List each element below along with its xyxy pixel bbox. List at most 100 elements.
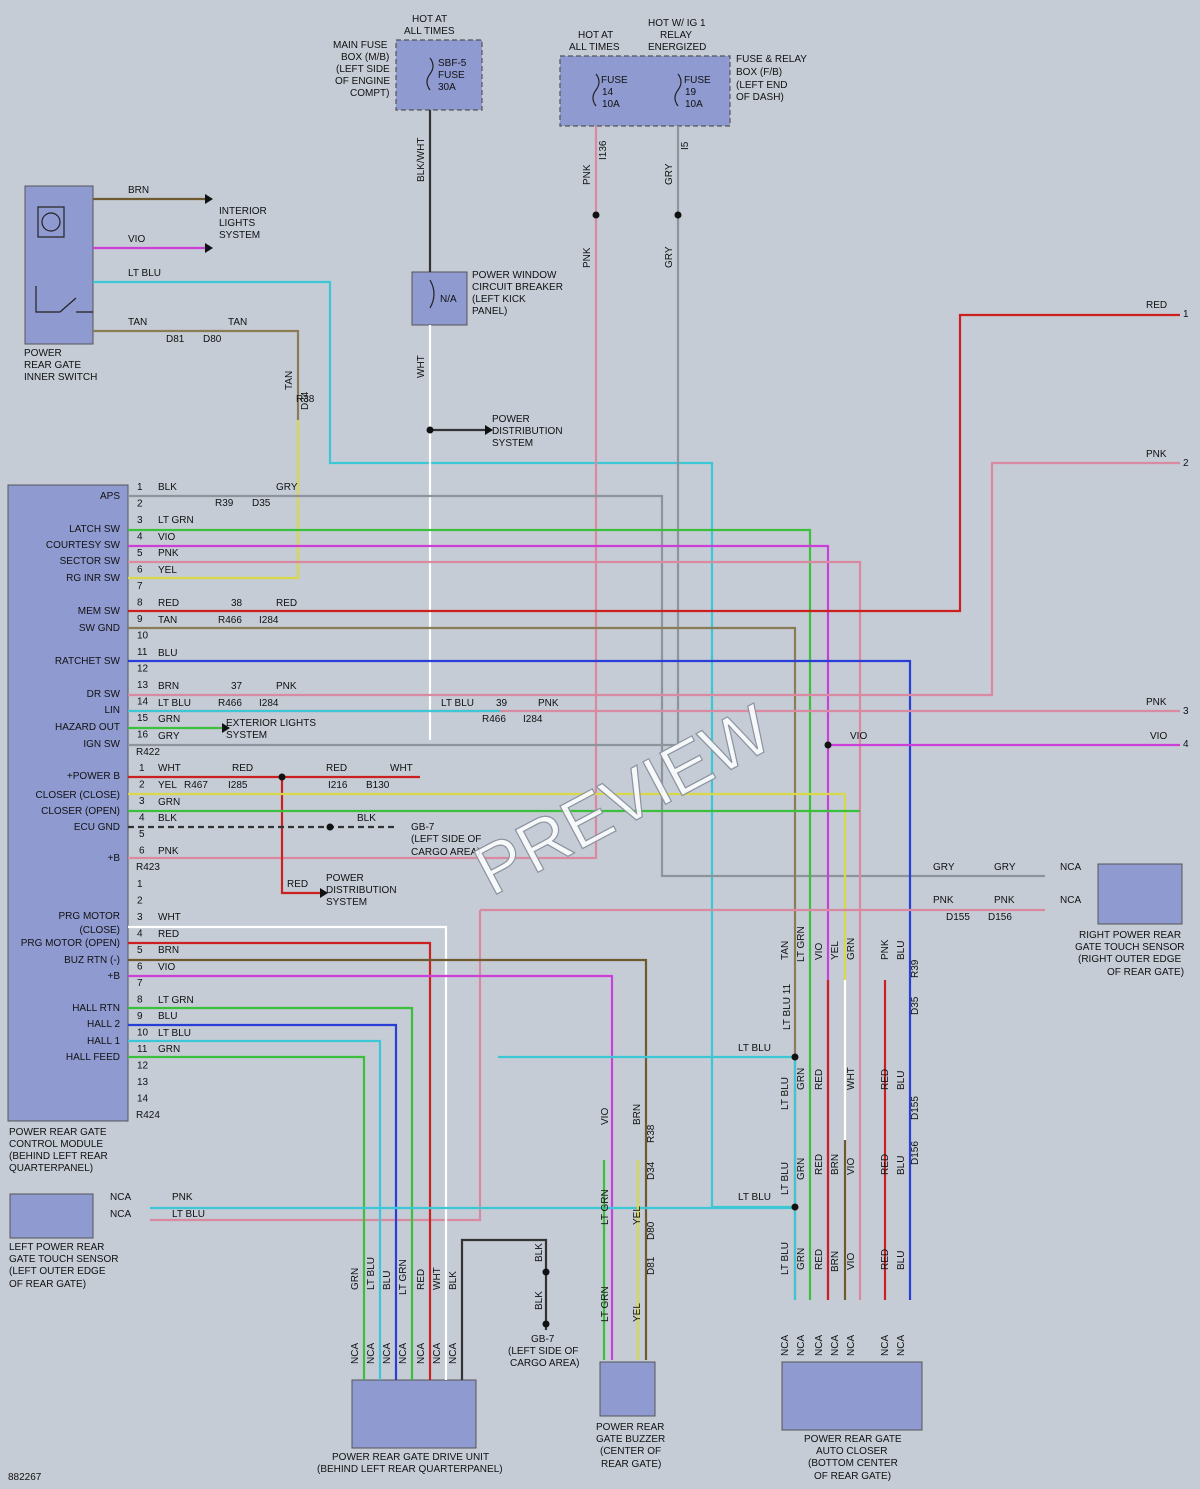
vertical-wire-label: D34: [300, 391, 311, 410]
wire-ltblu-hall1: [128, 1039, 382, 1380]
vertical-wire-label: NCA: [382, 1343, 393, 1364]
ils-label: SYSTEM: [219, 230, 260, 241]
wire-pnk-lts: [150, 910, 482, 1222]
wire-label: RED: [326, 763, 347, 774]
module-pin-label: COURTESY SW: [46, 540, 121, 551]
ac-label: POWER REAR GATE: [804, 1434, 902, 1445]
fuse-label: 10A: [685, 99, 703, 110]
gb7-label: GB-7: [411, 822, 435, 833]
module-pin-label: SECTOR SW: [60, 556, 121, 567]
lts-label: LEFT POWER REAR: [9, 1242, 104, 1253]
wire-label: PNK: [994, 895, 1015, 906]
connector-label: R424: [136, 1110, 160, 1121]
bz-label: (CENTER OF: [600, 1446, 661, 1457]
module-pin-label: +B: [107, 971, 120, 982]
vertical-wire-label: RED: [880, 1249, 891, 1270]
mb-label: BOX (M/B): [341, 52, 389, 63]
vertical-wire-label: YEL: [830, 941, 841, 960]
vertical-wire-label: NCA: [796, 1335, 807, 1356]
vertical-wire-label: NCA: [398, 1343, 409, 1364]
pin-number: 39: [496, 698, 508, 709]
pwcb-label: CIRCUIT BREAKER: [472, 282, 563, 293]
wire-label: LT BLU: [158, 1028, 191, 1039]
module-pin-label: MEM SW: [78, 606, 121, 617]
pin-number: 7: [137, 978, 143, 989]
hot-label: ALL TIMES: [404, 26, 455, 37]
lts-label: GATE TOUCH SENSOR: [9, 1254, 118, 1265]
pin-number: 16: [137, 730, 149, 741]
vertical-wire-label: NCA: [846, 1335, 857, 1356]
ils-label: INTERIOR: [219, 206, 267, 217]
vertical-wire-label: NCA: [350, 1343, 361, 1364]
vertical-wire-label: I136: [598, 140, 609, 160]
module-pin-label: RATCHET SW: [55, 656, 121, 667]
vertical-wire-label: NCA: [830, 1335, 841, 1356]
connector-label: D81: [166, 334, 185, 345]
wire-label: PNK: [158, 846, 179, 857]
module-pin-label: BUZ RTN (-): [64, 955, 120, 966]
module-pin-label: PRG MOTOR (OPEN): [21, 938, 120, 949]
vertical-wire-label: PNK: [880, 939, 891, 960]
vertical-wire-label: BRN: [830, 1154, 841, 1175]
module-pin-label: DR SW: [87, 689, 121, 700]
vertical-wire-label: D34: [646, 1161, 657, 1180]
bz-label: GATE BUZZER: [596, 1434, 665, 1445]
pin-number: 11: [137, 1044, 148, 1055]
pin-number: 38: [231, 598, 243, 609]
pin-number: 3: [139, 796, 145, 807]
vertical-wire-label: RED: [416, 1269, 427, 1290]
pin-number: 13: [137, 680, 149, 691]
auto-closer: [781, 1361, 923, 1431]
ext-label: EXTERIOR LIGHTS: [226, 718, 316, 729]
module-pin-label: LIN: [104, 705, 120, 716]
wire-label: RED: [232, 763, 253, 774]
main-fuse-box: [395, 39, 483, 111]
vertical-wire-label: NCA: [432, 1343, 443, 1364]
vertical-wire-label: BRN: [632, 1104, 643, 1125]
wire-label: LT BLU: [738, 1192, 771, 1203]
wire-red-mem: [128, 313, 1180, 613]
module-pin-label: HAZARD OUT: [55, 722, 120, 733]
markers: [205, 194, 832, 1328]
wire-ltgrn-latch: [128, 528, 812, 1300]
wire-label: PNK: [538, 698, 559, 709]
vertical-wire-label: LT BLU: [366, 1257, 377, 1290]
pin-number: 3: [137, 912, 143, 923]
mb-label: (LEFT SIDE: [336, 64, 390, 75]
vertical-wire-label: BLU: [896, 1071, 907, 1090]
wire-ltgrn-hall: [128, 1006, 414, 1380]
wire-pnk-dr: [128, 461, 1180, 697]
pin-number: 9: [137, 614, 143, 625]
vertical-wire-label: GRN: [846, 938, 857, 960]
ac-label: OF REAR GATE): [814, 1471, 891, 1482]
wire-label: VIO: [158, 962, 175, 973]
du-label: POWER REAR GATE DRIVE UNIT: [332, 1452, 489, 1463]
wire-label: LT GRN: [158, 515, 194, 526]
vertical-wire-label: R38: [646, 1124, 657, 1143]
wire-label: TAN: [128, 317, 147, 328]
wire-label: GRY: [933, 862, 955, 873]
wire-label: LT BLU: [738, 1043, 771, 1054]
pin-number: 14: [137, 697, 149, 708]
wire-label: NCA: [110, 1192, 131, 1203]
mb-label: OF ENGINE: [335, 76, 390, 87]
hot-label: HOT AT: [578, 30, 613, 41]
pds-label: POWER: [492, 414, 530, 425]
power-rear-gate-inner-switch: [24, 185, 94, 345]
vertical-wire-label: BLU: [896, 941, 907, 960]
wire-label: GRY: [276, 482, 298, 493]
fb-label: OF DASH): [736, 92, 784, 103]
vertical-wire-label: D35: [910, 996, 921, 1015]
pin-number: 8: [137, 598, 143, 609]
rts-label: (RIGHT OUTER EDGE: [1078, 954, 1181, 965]
connector-label: R467: [184, 780, 208, 791]
pin-number: 14: [137, 1094, 149, 1105]
right-touch-sensor: [1097, 863, 1183, 925]
wire-label: NCA: [1060, 895, 1081, 906]
vertical-wire-label: TAN: [284, 371, 295, 390]
pin-number: 8: [137, 995, 143, 1006]
pds-label: SYSTEM: [492, 438, 533, 449]
rts-label: RIGHT POWER REAR: [1079, 930, 1181, 941]
